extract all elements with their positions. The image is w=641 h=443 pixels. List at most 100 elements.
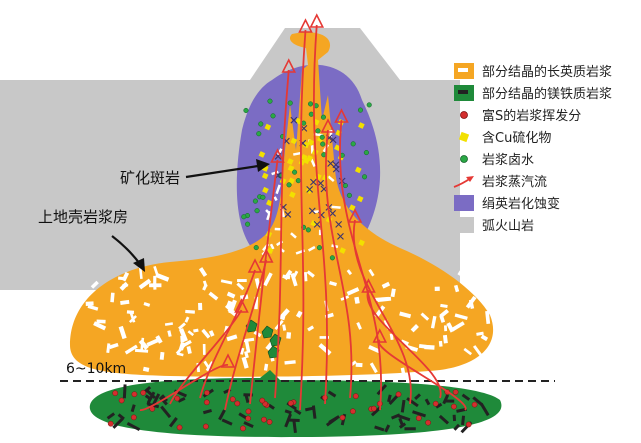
brine-dot (315, 128, 321, 134)
white-crystal (87, 304, 99, 311)
legend-item-sulfide: 含Cu硫化物 (452, 126, 638, 148)
alteration-mark (284, 211, 292, 218)
cu-sulfide-square (302, 141, 310, 149)
cu-sulfide-square (354, 166, 362, 174)
white-crystal (476, 331, 484, 336)
white-crystal (472, 345, 484, 358)
sulfur-volatile-dot (261, 416, 267, 423)
sulfur-volatile-dot (339, 414, 346, 421)
white-crystal (124, 344, 138, 355)
brine-dot (357, 107, 364, 113)
white-crystal (293, 151, 302, 156)
white-crystal (273, 196, 278, 202)
white-crystal (440, 303, 448, 308)
cu-sulfide-square (300, 153, 308, 161)
gray-swatch-icon (454, 217, 474, 233)
dark-crystal (158, 396, 168, 406)
dark-crystal (435, 402, 443, 409)
dark-crystal (122, 384, 127, 399)
brine-dot (320, 114, 326, 120)
dark-crystal (218, 409, 226, 421)
alteration-mark (335, 220, 343, 228)
cu-sulfide-square (261, 172, 269, 180)
alteration-mark (308, 207, 316, 215)
dark-crystal (374, 425, 385, 432)
dark-crystal (293, 408, 302, 416)
dark-crystal (304, 406, 314, 412)
white-crystal (405, 344, 419, 352)
white-crystal (446, 322, 455, 333)
white-crystal (96, 319, 106, 324)
vapor-flow-line (199, 269, 256, 399)
white-crystal (284, 360, 296, 365)
sulfur-volatile-dot (287, 400, 294, 407)
sulfur-volatile-dot (452, 389, 459, 395)
white-crystal (106, 343, 111, 354)
sulfur-volatile-dot (395, 391, 402, 398)
white-crystal (282, 324, 287, 331)
sulfur-volatile-dot (118, 397, 125, 404)
brine-dot (316, 245, 322, 251)
brine-dot (305, 227, 311, 233)
brine-dot (366, 102, 372, 108)
depth-label: 6~10km (66, 361, 127, 377)
sulfur-volatile-dot (425, 419, 431, 426)
white-crystal (198, 267, 208, 277)
white-crystal (418, 344, 431, 350)
white-crystal (159, 351, 165, 360)
white-crystal (290, 232, 297, 239)
vapor-arrowhead (247, 258, 263, 273)
chamber-pointer-arrow (111, 235, 145, 272)
sulfur-volatile-dot (350, 408, 356, 415)
brine-dot (287, 100, 293, 106)
white-crystal (485, 310, 491, 325)
red-arrow-icon (453, 176, 474, 188)
brine-dot (241, 214, 247, 220)
white-crystal (307, 245, 316, 252)
vapor-arrowhead (298, 18, 313, 33)
vapor-arrowhead (309, 13, 325, 28)
legend-label-felsic: 部分结晶的长英质岩浆 (482, 65, 613, 80)
sulfur-volatile-dot (471, 401, 478, 408)
cu-sulfide-square (290, 137, 298, 145)
white-crystal (457, 270, 471, 281)
dark-crystal (404, 427, 416, 431)
dark-crystal (328, 415, 340, 424)
dark-crystal (398, 417, 404, 426)
dark-crystal (160, 405, 172, 419)
cu-sulfide-square (264, 123, 272, 131)
white-crystal (304, 271, 308, 282)
white-crystal (442, 334, 448, 344)
vapor-arrowhead (372, 328, 388, 343)
alteration-mark (317, 179, 325, 187)
white-crystal (186, 346, 192, 354)
white-crystal (313, 210, 319, 214)
sulfur-volatile-dot (451, 403, 457, 410)
brine-dot (252, 198, 258, 204)
sulfur-volatile-dot (204, 389, 210, 396)
vapor-flow-line (299, 29, 307, 411)
white-crystal (369, 362, 378, 374)
sulfur-volatile-dot (107, 420, 114, 427)
white-crystal (138, 339, 149, 350)
sulfur-volatile-dot (259, 397, 266, 404)
vapor-arrowhead (281, 58, 297, 73)
white-crystal (346, 287, 360, 296)
white-crystal (180, 339, 192, 348)
dark-crystal (292, 418, 297, 434)
brine-dot (286, 182, 292, 188)
sulfur-volatile-dot (140, 389, 147, 396)
alteration-mark (329, 209, 337, 217)
dark-crystal (461, 415, 466, 426)
white-crystal (85, 301, 94, 306)
brine-dot (363, 150, 369, 156)
white-crystal (187, 330, 195, 337)
brine-dot (346, 192, 352, 198)
vapor-arrowhead (347, 208, 363, 223)
legend-label-alteration: 绢英岩化蚀变 (482, 197, 561, 212)
white-crystal (134, 348, 149, 353)
white-crystal (202, 343, 206, 355)
alteration-mark (310, 178, 317, 186)
sulfur-volatile-dot (130, 414, 137, 421)
dark-crystal (456, 407, 467, 413)
